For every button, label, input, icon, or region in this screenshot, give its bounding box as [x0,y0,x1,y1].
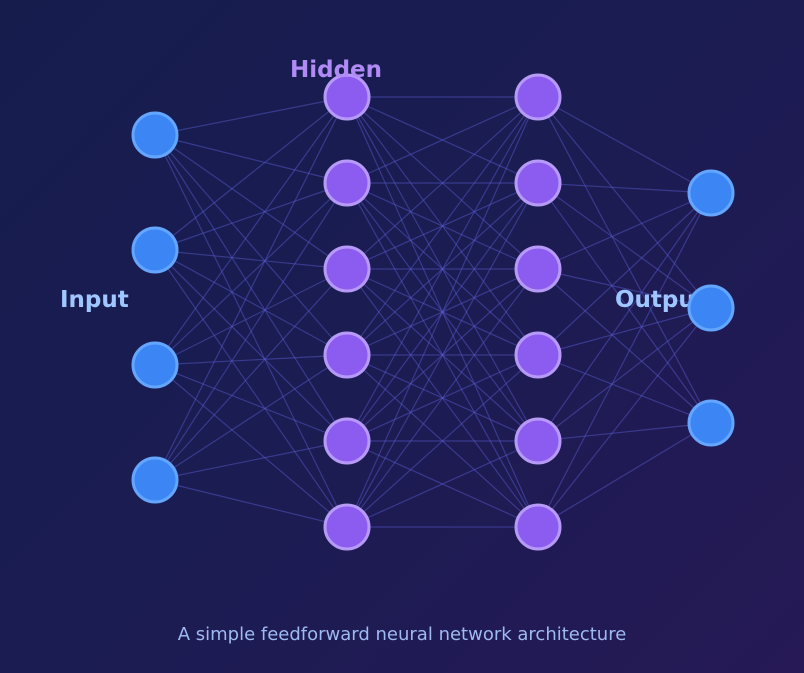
layer-labels: Input Hidden [60,57,382,313]
node-layer-0-1 [131,226,179,274]
edge-l1-n0-to-n3 [346,96,539,356]
edge-l2-n4-to-n2 [537,422,712,442]
edge-l2-n0-to-n2 [537,96,712,424]
edge-l0-n2-to-n4 [154,364,348,442]
edge-l1-n4-to-n0 [346,96,539,442]
edge-l2-n0-to-n0 [537,96,712,194]
edge-l0-n2-to-n5 [154,364,348,528]
edge-l0-n3-to-n0 [154,96,348,481]
edge-l0-n3-to-n5 [154,479,348,528]
edge-l0-n2-to-n0 [154,96,348,366]
edge-l0-n0-to-n1 [154,134,348,184]
edge-l1-n3-to-n0 [346,96,539,356]
edge-l1-n3-to-n2 [346,268,539,356]
edge-l0-n3-to-n2 [154,268,348,481]
node-layer-2-2 [514,245,562,293]
edge-l1-n0-to-n1 [346,96,539,184]
edge-l2-n4-to-n0 [537,192,712,442]
edge-l0-n0-to-n5 [154,134,348,528]
node-layer-1-0 [323,73,371,121]
edge-l2-n2-to-n2 [537,268,712,424]
edge-l1-n5-to-n1 [346,182,539,528]
edge-l2-n1-to-n0 [537,182,712,194]
edge-l0-n1-to-n3 [154,249,348,356]
edge-l0-n3-to-n1 [154,182,348,481]
node-layer-0-0 [131,111,179,159]
edge-l0-n1-to-n0 [154,96,348,251]
edge-l0-n0-to-n4 [154,134,348,442]
node-layer-0-3 [131,456,179,504]
node-layer-3-2 [687,399,735,447]
edge-l2-n2-to-n1 [537,268,712,309]
edge-l1-n1-to-n3 [346,182,539,356]
edge-l1-n0-to-n4 [346,96,539,442]
edge-l1-n0-to-n2 [346,96,539,270]
edge-l0-n1-to-n2 [154,249,348,270]
edge-l0-n2-to-n1 [154,182,348,366]
node-layer-2-3 [514,331,562,379]
connection-edges [154,96,712,528]
edge-l0-n2-to-n2 [154,268,348,366]
edge-l0-n0-to-n3 [154,134,348,356]
node-layer-3-0 [687,169,735,217]
edge-l1-n2-to-n0 [346,96,539,270]
node-layer-2-4 [514,417,562,465]
node-layer-1-2 [323,245,371,293]
network-nodes [131,73,735,551]
node-layer-1-5 [323,503,371,551]
edge-l2-n5-to-n0 [537,192,712,528]
node-layer-1-3 [323,331,371,379]
edge-l2-n0-to-n1 [537,96,712,309]
edge-l1-n5-to-n2 [346,268,539,528]
edge-l0-n3-to-n4 [154,440,348,481]
node-layer-2-5 [514,503,562,551]
diagram-caption: A simple feedforward neural network arch… [177,624,627,645]
node-layer-3-1 [687,284,735,332]
edge-l0-n2-to-n3 [154,354,348,366]
edge-l1-n5-to-n0 [346,96,539,528]
edge-l1-n2-to-n3 [346,268,539,356]
edge-l0-n0-to-n0 [154,96,348,136]
edge-l1-n3-to-n5 [346,354,539,528]
edge-l1-n2-to-n1 [346,182,539,270]
edge-l1-n1-to-n5 [346,182,539,528]
edge-l2-n1-to-n1 [537,182,712,309]
edge-l1-n5-to-n3 [346,354,539,528]
edge-l1-n0-to-n5 [346,96,539,528]
edge-l2-n3-to-n1 [537,307,712,356]
edge-l1-n4-to-n5 [346,440,539,528]
edge-l1-n1-to-n0 [346,96,539,184]
edge-l1-n1-to-n4 [346,182,539,442]
edge-l0-n3-to-n3 [154,354,348,481]
edge-l2-n4-to-n1 [537,307,712,442]
node-layer-0-2 [131,341,179,389]
edge-l2-n3-to-n0 [537,192,712,356]
edge-l0-n1-to-n5 [154,249,348,528]
edge-l1-n3-to-n1 [346,182,539,356]
edge-l0-n1-to-n1 [154,182,348,251]
edge-l1-n4-to-n1 [346,182,539,442]
edge-l1-n3-to-n4 [346,354,539,442]
layer-label-3: Outpu [615,287,695,313]
edge-l1-n4-to-n3 [346,354,539,442]
edge-l1-n1-to-n2 [346,182,539,270]
edge-l2-n3-to-n2 [537,354,712,424]
edge-l1-n2-to-n5 [346,268,539,528]
node-layer-2-0 [514,73,562,121]
layer-label-0: Input [60,287,129,313]
layer-label-1: Hidden [290,57,382,83]
node-layer-1-4 [323,417,371,465]
edge-l2-n2-to-n0 [537,192,712,270]
edge-l0-n0-to-n2 [154,134,348,270]
edge-l1-n5-to-n4 [346,440,539,528]
edge-l2-n5-to-n2 [537,422,712,528]
edge-l2-n5-to-n1 [537,307,712,528]
edge-l0-n1-to-n4 [154,249,348,442]
node-layer-1-1 [323,159,371,207]
edge-l1-n2-to-n4 [346,268,539,442]
edge-l1-n4-to-n2 [346,268,539,442]
node-layer-2-1 [514,159,562,207]
edge-l2-n1-to-n2 [537,182,712,424]
